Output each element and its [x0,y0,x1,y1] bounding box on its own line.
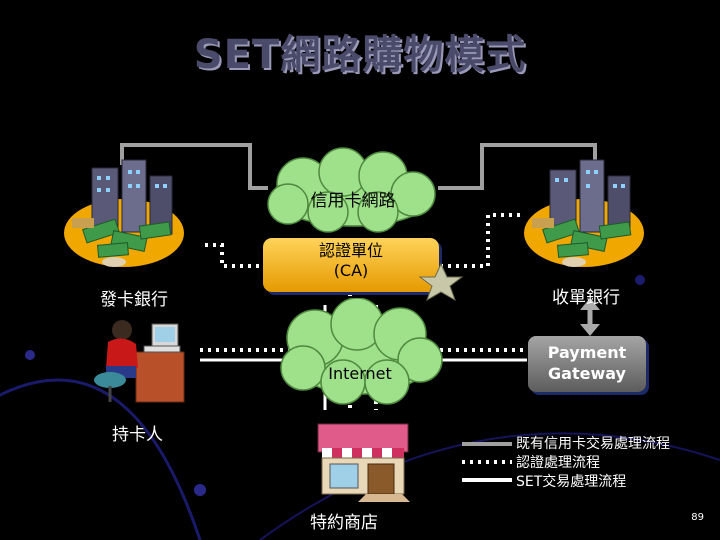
ca-label-line2: (CA) [333,261,369,280]
storefront-icon [317,423,410,502]
payment-gateway-line1: Payment [547,343,627,362]
payment-gateway-box [528,336,646,392]
money-stack-icon [82,218,172,258]
legend: 既有信用卡交易處理流程 認證處理流程 SET交易處理流程 [516,435,670,492]
ca-box [263,238,439,292]
person-at-computer-icon [94,320,185,403]
star-icon [418,262,464,302]
legend-swatches [462,442,512,482]
issuer-bank-label: 發卡銀行 [100,290,168,310]
payment-gateway-line2: Gateway [548,364,626,383]
page-number: 89 [691,512,704,523]
payment-gateway-label: Payment Gateway [528,342,646,384]
ca-label-line1: 認證單位 [318,241,383,260]
credit-network-label: 信用卡網路 [310,191,396,211]
internet-label: Internet [328,364,392,383]
acquirer-bank-icon [524,159,644,267]
cardholder-label: 持卡人 [112,425,163,445]
issuer-bank-icon [64,159,184,267]
legend-item-existing: 既有信用卡交易處理流程 [516,436,670,452]
slide-title: SET網路購物模式 [193,32,527,78]
acquirer-bank-label: 收單銀行 [552,288,620,308]
legend-item-set: SET交易處理流程 [516,474,627,490]
legend-item-certification: 認證處理流程 [516,455,600,471]
credit-network-cloud [267,147,436,233]
internet-cloud [280,298,443,405]
ca-label: 認證單位 (CA) [263,241,439,281]
merchant-label: 特約商店 [310,513,378,533]
